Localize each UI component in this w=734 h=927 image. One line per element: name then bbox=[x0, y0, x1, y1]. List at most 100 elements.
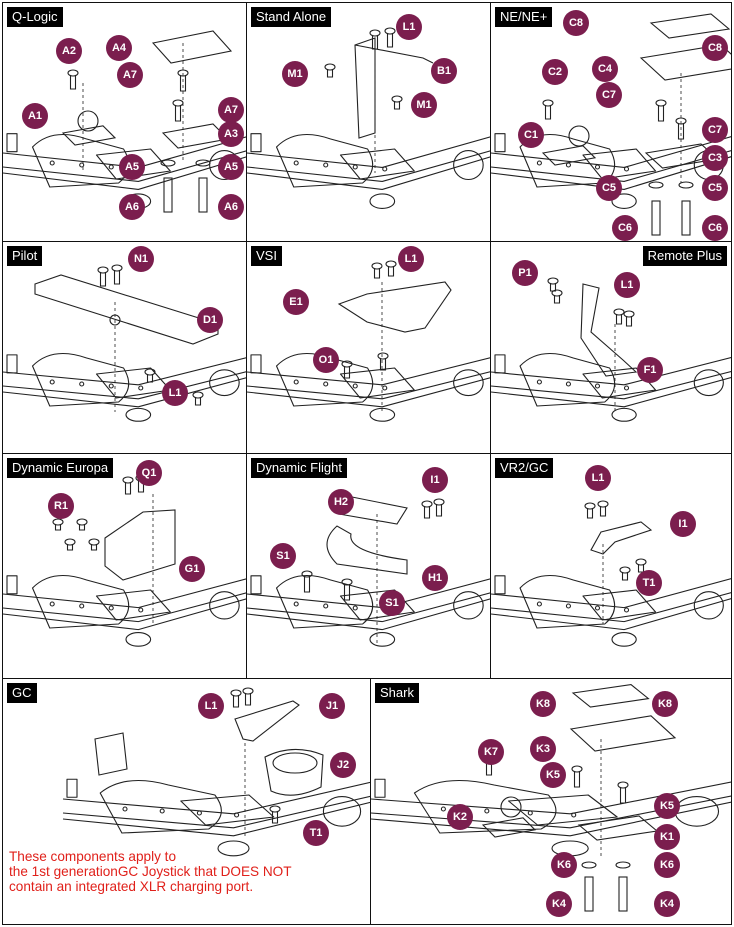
base-hole bbox=[49, 601, 55, 607]
screw bbox=[97, 266, 109, 274]
base-hole bbox=[536, 379, 542, 385]
mount-hardware-drawing bbox=[34, 264, 219, 412]
panel-title: VR2/GC bbox=[495, 458, 554, 478]
screw-shank bbox=[179, 75, 187, 92]
screw-shank bbox=[66, 544, 74, 551]
base-rail bbox=[491, 578, 731, 609]
screw bbox=[301, 570, 313, 578]
base-hole bbox=[352, 383, 358, 389]
base-hole bbox=[536, 160, 542, 166]
screw bbox=[391, 95, 403, 103]
base-rail bbox=[491, 136, 731, 169]
screw bbox=[584, 502, 596, 510]
screw bbox=[324, 63, 336, 71]
part-callout-p1: P1 bbox=[512, 260, 538, 286]
mount-plate bbox=[569, 715, 677, 752]
base-rail bbox=[62, 795, 371, 829]
screw-shank bbox=[423, 506, 431, 519]
screw bbox=[571, 765, 583, 773]
bolt bbox=[198, 177, 208, 213]
note-line: contain an integrated XLR charging port. bbox=[9, 879, 254, 894]
base-rail bbox=[247, 598, 491, 631]
screw bbox=[192, 391, 204, 399]
base-hole bbox=[323, 603, 329, 609]
base-hole bbox=[623, 385, 630, 391]
mount-plate bbox=[61, 125, 117, 146]
mount-plate bbox=[541, 145, 597, 166]
base-stub bbox=[250, 354, 262, 374]
screw-shank bbox=[174, 105, 182, 122]
screw bbox=[547, 277, 559, 285]
base-rail bbox=[247, 150, 491, 183]
panel-art bbox=[371, 679, 731, 924]
washer bbox=[648, 181, 664, 189]
washer bbox=[678, 181, 694, 189]
base-hole bbox=[79, 603, 85, 609]
part-callout-m1: M1 bbox=[282, 61, 308, 87]
base-hole bbox=[352, 605, 358, 611]
vr2-bracket bbox=[590, 521, 653, 555]
base-rail bbox=[491, 370, 731, 400]
bolt bbox=[651, 200, 661, 236]
part-callout-c8: C8 bbox=[702, 35, 728, 61]
screw-shank bbox=[387, 266, 395, 277]
screw-shank bbox=[573, 771, 581, 788]
base-hole bbox=[108, 605, 114, 611]
screw bbox=[122, 476, 134, 484]
screw bbox=[433, 498, 445, 506]
chair-base-drawing bbox=[491, 574, 731, 647]
base-hole bbox=[484, 808, 490, 814]
screw bbox=[597, 500, 609, 508]
base-block bbox=[339, 148, 415, 180]
base-knob bbox=[209, 369, 240, 397]
screw bbox=[542, 99, 554, 107]
screw bbox=[67, 69, 79, 77]
part-callout-n1: N1 bbox=[128, 246, 154, 272]
base-hole bbox=[293, 379, 299, 385]
screw bbox=[617, 781, 629, 789]
screw bbox=[111, 264, 123, 272]
panel-title: Remote Plus bbox=[642, 246, 727, 266]
mount-hardware-drawing bbox=[301, 495, 445, 644]
ball-mount bbox=[77, 110, 99, 132]
part-callout-c7: C7 bbox=[702, 117, 728, 143]
part-callout-k4: K4 bbox=[546, 891, 572, 917]
screw bbox=[551, 289, 563, 297]
part-callout-a6: A6 bbox=[119, 194, 145, 220]
base-rail bbox=[247, 156, 491, 191]
part-callout-l1: L1 bbox=[585, 465, 611, 491]
mount-hardware-drawing bbox=[324, 27, 434, 173]
panel-title: GC bbox=[7, 683, 37, 703]
base-knob bbox=[693, 591, 724, 620]
base-rail bbox=[491, 376, 731, 408]
panel-gc: These components apply to the 1st genera… bbox=[2, 678, 372, 925]
screw bbox=[635, 558, 647, 566]
screw-shank bbox=[553, 295, 561, 304]
panel-art bbox=[3, 679, 371, 924]
part-callout-l1: L1 bbox=[198, 693, 224, 719]
part-callout-t1: T1 bbox=[636, 570, 662, 596]
flight-clamp-h1 bbox=[326, 525, 408, 575]
chair-base-drawing bbox=[371, 778, 731, 857]
base-hole bbox=[138, 607, 144, 613]
base-group bbox=[247, 133, 491, 209]
part-callout-r1: R1 bbox=[48, 493, 74, 519]
part-callout-a5: A5 bbox=[119, 154, 145, 180]
base-hole bbox=[108, 164, 114, 170]
part-callout-k3: K3 bbox=[530, 736, 556, 762]
base-rail bbox=[247, 376, 491, 408]
base-wheel bbox=[611, 407, 637, 422]
base-hole bbox=[594, 383, 601, 389]
base-hole bbox=[79, 381, 85, 387]
screw bbox=[341, 578, 353, 586]
part-callout-c2: C2 bbox=[542, 59, 568, 85]
chair-base-drawing bbox=[247, 352, 491, 422]
ball-mount bbox=[500, 796, 522, 818]
note-line: These components apply to bbox=[9, 849, 177, 864]
base-hole bbox=[565, 162, 571, 168]
base-stub bbox=[6, 575, 18, 595]
